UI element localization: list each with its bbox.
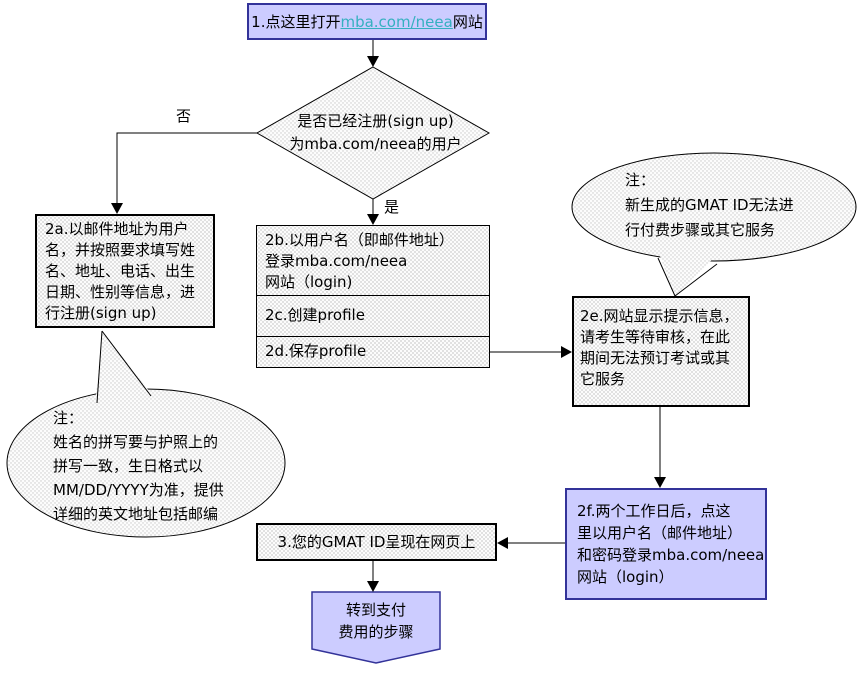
- step2c-box: 2c.创建profile: [256, 295, 490, 337]
- arrow-decision-no-to-2a: [116, 132, 257, 203]
- step2b-box: 2b.以用户名（即邮件地址） 登录mba.com/neea 网站（login): [256, 225, 490, 296]
- step2d-box: 2d.保存profile: [256, 336, 490, 368]
- decision-label: 是否已经注册(sign up) 为mba.com/neea的用户: [289, 112, 462, 153]
- note-name-spelling-text: 注： 姓名的拼写要与护照上的 拼写一致，生日格式以 MM/DD/YYYY为准，提…: [53, 409, 224, 523]
- note-bubble-left-tail: [94, 331, 164, 418]
- final-step-banner-shape: [311, 591, 441, 664]
- note-bubble-right-shape: [571, 152, 857, 262]
- step2e-box: 2e.网站显示提示信息， 请考生等待审核，在此 期间无法预订考试或其 它服务: [572, 296, 750, 407]
- branch-label-no: 否: [176, 107, 192, 125]
- step2a-box: 2a.以邮件地址为用户 名，并按照要求填写姓 名、地址、电话、出生 日期、性别等…: [35, 214, 215, 328]
- final-step-label: 转到支付 费用的步骤: [338, 601, 414, 641]
- step1-text-suffix: 网站: [452, 13, 483, 31]
- note-new-id-text: 注： 新生成的GMAT ID无法进 行付费步骤或其它服务: [625, 171, 794, 239]
- step3-box: 3.您的GMAT ID呈现在网页上: [256, 523, 497, 561]
- step1-link[interactable]: mba.com/neea: [340, 12, 453, 31]
- branch-label-yes: 是: [384, 198, 400, 216]
- note-bubble-right-tail: [652, 235, 732, 296]
- step1-text-prefix: 1.点这里打开: [251, 13, 341, 31]
- step2f-box: 2f.两个工作日后，点这 里以用户名（邮件地址） 和密码登录mba.com/ne…: [565, 488, 767, 600]
